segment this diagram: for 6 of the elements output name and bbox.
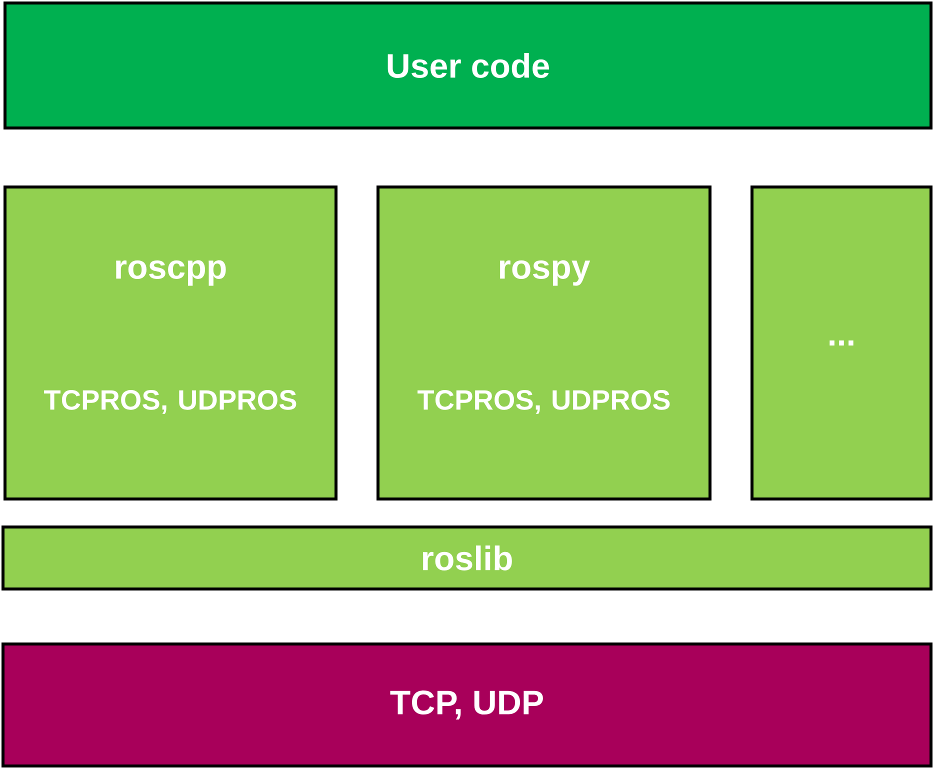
layer-box: TCP, UDP (2, 642, 932, 768)
library-box: rospy TCPROS, UDPROS (376, 186, 712, 500)
library-box: ... (750, 186, 932, 500)
layer-box: roslib (2, 525, 932, 590)
library-box: roscpp TCPROS, UDPROS (4, 186, 338, 500)
layer-box: User code (4, 2, 932, 130)
